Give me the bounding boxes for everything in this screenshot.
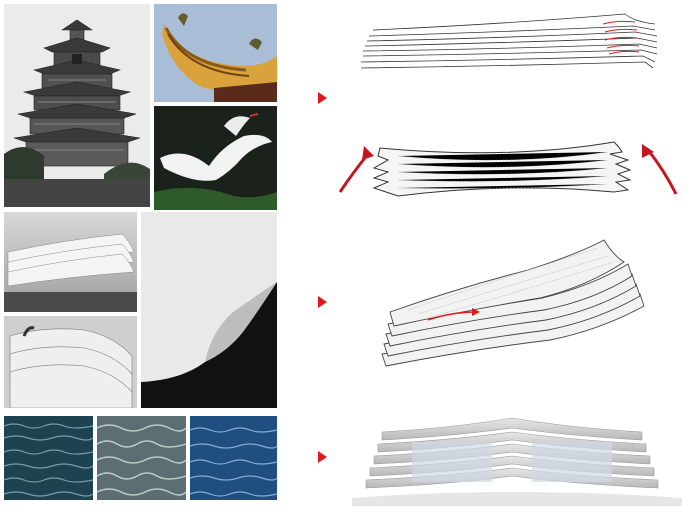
curled-paper-corner-icon — [141, 212, 277, 408]
layered-paper-folds-icon — [4, 316, 137, 408]
swept-layered-form-icon — [381, 239, 645, 367]
water-photo-c — [190, 416, 277, 500]
upturned-roof-eave-icon — [154, 4, 277, 102]
layered-roof-sketch — [355, 10, 665, 76]
paper-stack-photo-a — [4, 212, 137, 312]
paper-curl-photo — [141, 212, 277, 408]
swept-layered-form-sketch — [368, 236, 658, 386]
white-crane-bird-icon — [154, 106, 277, 210]
crane-bird-photo — [154, 106, 277, 210]
water-ripples-icon — [190, 416, 277, 500]
stacked-building-render — [352, 406, 682, 506]
step-arrow-2 — [318, 296, 327, 308]
curved-eave-icon — [338, 141, 678, 197]
layered-roof-icon — [360, 13, 658, 69]
water-ripples-icon — [97, 416, 186, 500]
tower-photo — [4, 4, 150, 207]
stacked-building-icon — [352, 417, 682, 506]
paper-stack-photo-b — [4, 316, 137, 408]
curled-paper-stack-icon — [4, 212, 137, 312]
curved-eave-sketch — [338, 130, 678, 212]
step-arrow-1 — [318, 92, 327, 104]
roof-eave-photo — [154, 4, 277, 102]
yellow-crane-tower-icon — [4, 4, 150, 207]
water-photo-a — [4, 416, 93, 500]
water-photo-b — [97, 416, 186, 500]
step-arrow-3 — [318, 451, 327, 463]
water-ripples-icon — [4, 416, 93, 500]
